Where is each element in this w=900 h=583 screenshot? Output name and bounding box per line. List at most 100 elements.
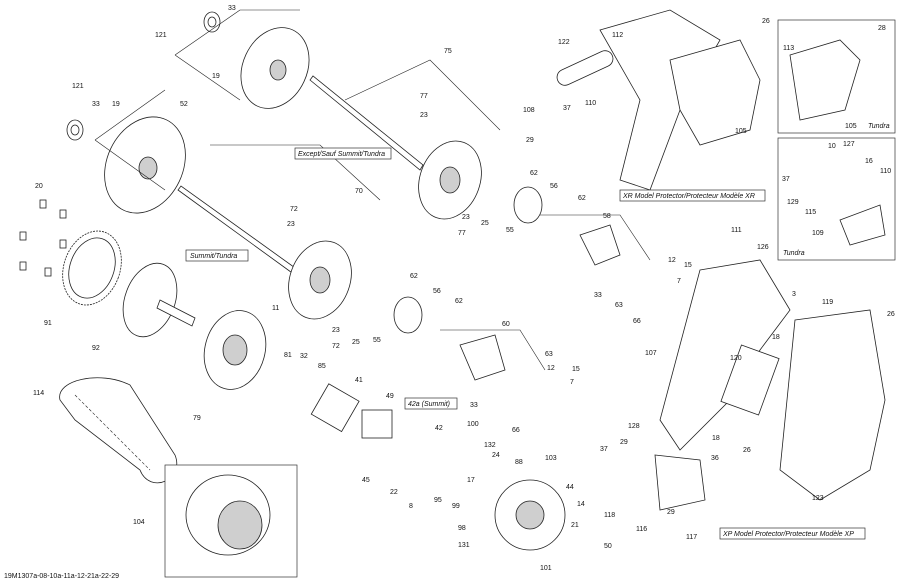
label-tundra-upper: Tundra <box>868 123 890 130</box>
part-number: 23 <box>420 112 428 119</box>
tundra-inset-upper <box>777 19 896 134</box>
tundra-inset-lower <box>777 137 896 261</box>
spring-and-cover <box>310 383 393 439</box>
part-number: 100 <box>467 421 479 428</box>
part-number: 63 <box>545 351 553 358</box>
part-number: 8 <box>409 503 413 510</box>
part-number: 32 <box>300 353 308 360</box>
driven-pulley-shaft-lower <box>177 144 381 320</box>
part-number: 33 <box>228 5 236 12</box>
clutch-housing <box>494 479 566 551</box>
part-number: 17 <box>467 477 475 484</box>
part-number: 110 <box>880 168 891 175</box>
diagram-reference: 19M1307a-08-10a-11a-12-21a-22-29 <box>4 573 119 580</box>
drive-pulley-sheave-lower <box>66 89 186 214</box>
part-number: 128 <box>628 423 640 430</box>
part-number: 26 <box>743 447 751 454</box>
part-number: 113 <box>783 45 794 52</box>
xr-protector <box>556 9 761 191</box>
part-number: 95 <box>434 497 442 504</box>
part-number: 44 <box>566 484 574 491</box>
part-number: 88 <box>515 459 523 466</box>
part-number: 85 <box>318 363 326 370</box>
part-number: 55 <box>373 337 381 344</box>
part-number: 12 <box>547 365 555 372</box>
driven-pulley-shaft-upper <box>309 59 501 220</box>
part-number: 23 <box>287 221 295 228</box>
part-number: 127 <box>843 141 855 148</box>
part-number: 3 <box>792 291 796 298</box>
part-number: 105 <box>845 123 857 130</box>
part-number: 7 <box>570 379 574 386</box>
part-number: 29 <box>620 439 628 446</box>
part-number: 77 <box>458 230 466 237</box>
part-number: 42 <box>435 425 443 432</box>
part-number: 63 <box>615 302 623 309</box>
part-number: 19 <box>112 101 120 108</box>
part-number: 12 <box>668 257 676 264</box>
part-number: 72 <box>290 206 298 213</box>
part-number: 123 <box>812 495 824 502</box>
part-number: 62 <box>530 170 538 177</box>
part-number: 28 <box>878 25 886 32</box>
part-number: 60 <box>502 321 510 328</box>
part-number: 122 <box>558 39 570 46</box>
part-number: 62 <box>410 273 418 280</box>
part-number: 41 <box>355 377 363 384</box>
part-number: 10 <box>828 143 836 150</box>
part-number: 131 <box>458 542 470 549</box>
part-number: 81 <box>284 352 292 359</box>
part-number: 62 <box>578 195 586 202</box>
label-42a-summit: 42a (Summit) <box>408 401 450 408</box>
part-number: 101 <box>540 565 552 572</box>
fixed-sheave <box>122 262 196 338</box>
part-number: 24 <box>492 452 500 459</box>
drive-pulley-sheave-upper <box>174 9 310 109</box>
label-xp-model: XP Model Protector/Protecteur Modèle XP <box>722 531 854 538</box>
driven-springs <box>393 186 543 334</box>
part-number: 37 <box>600 446 608 453</box>
movable-sheave <box>203 310 267 390</box>
part-number: 75 <box>444 48 452 55</box>
part-number: 126 <box>757 244 769 251</box>
part-number: 118 <box>604 512 615 519</box>
cam-lower <box>440 329 546 381</box>
part-number: 22 <box>390 489 398 496</box>
part-number: 23 <box>332 327 340 334</box>
part-number: 98 <box>458 525 466 532</box>
part-number: 110 <box>585 100 596 107</box>
part-number: 16 <box>865 158 873 165</box>
part-number: 26 <box>762 18 770 25</box>
part-number: 25 <box>481 220 489 227</box>
part-number: 50 <box>604 543 612 550</box>
ring-gear <box>62 230 122 306</box>
part-number: 26 <box>887 311 895 318</box>
part-number: 66 <box>512 427 520 434</box>
part-number: 104 <box>133 519 145 526</box>
part-number: 19 <box>212 73 220 80</box>
part-number: 25 <box>352 339 360 346</box>
part-number: 33 <box>470 402 478 409</box>
drive-belt <box>59 377 178 484</box>
part-number: 29 <box>667 509 675 516</box>
part-number: 120 <box>730 355 742 362</box>
part-number: 11 <box>272 305 279 312</box>
label-tundra-lower: Tundra <box>783 250 805 257</box>
part-number: 77 <box>420 93 428 100</box>
part-number: 121 <box>72 83 84 90</box>
part-number: 20 <box>35 183 43 190</box>
part-number: 116 <box>636 526 647 533</box>
part-number: 18 <box>772 334 780 341</box>
part-number: 62 <box>455 298 463 305</box>
cam-upper <box>540 214 651 266</box>
label-summit-tundra: Summit/Tundra <box>190 253 237 260</box>
part-number: 132 <box>484 442 496 449</box>
part-number: 33 <box>594 292 602 299</box>
lower-bracket <box>654 454 706 511</box>
part-number: 29 <box>526 137 534 144</box>
part-number: 52 <box>180 101 188 108</box>
part-number: 14 <box>577 501 585 508</box>
part-number: 117 <box>686 534 697 541</box>
part-number: 111 <box>731 227 742 234</box>
